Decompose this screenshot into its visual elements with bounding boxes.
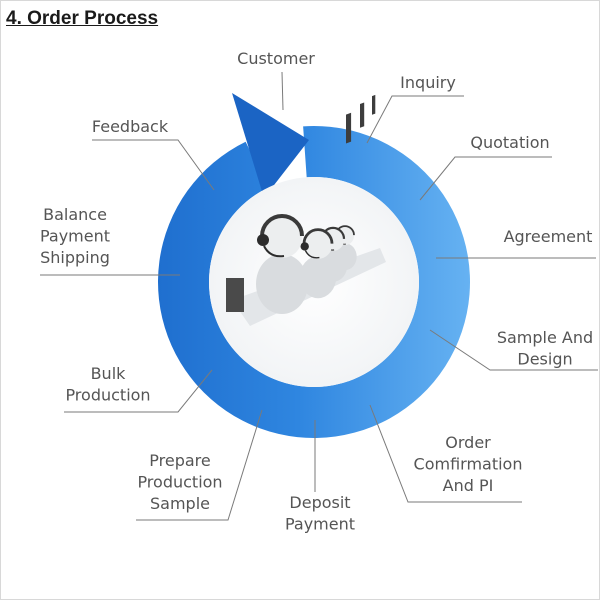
monitor [372, 94, 376, 115]
operator-head [304, 231, 332, 259]
leader-line [92, 139, 215, 191]
step-label: Inquiry [400, 73, 456, 92]
step-label-line: Payment [285, 515, 355, 534]
step-label-line: Sample And [497, 328, 593, 347]
headset-mic [304, 250, 320, 259]
leader-line [366, 95, 464, 144]
step-label-line: And PI [443, 476, 494, 495]
operator-figure [256, 214, 308, 314]
step-label-line: Comfirmation [414, 455, 523, 474]
monitor [346, 112, 352, 144]
monitor [360, 102, 365, 128]
step-label-line: Production [65, 386, 150, 405]
leader-line [281, 71, 284, 111]
operator-body [299, 256, 337, 299]
leader-line [369, 404, 522, 503]
step-label-line: Customer [237, 49, 315, 68]
step-label: Feedback [92, 117, 169, 136]
step-label-line: Shipping [40, 248, 110, 267]
headset-mic [263, 245, 285, 258]
leader-line [429, 329, 598, 371]
cycle-arrow-head [232, 93, 309, 198]
step-label: Agreement [504, 227, 593, 246]
page-title: 4. Order Process [6, 8, 159, 29]
step-label-line: Agreement [504, 227, 593, 246]
headset-ear [257, 234, 269, 246]
step-label-line: Deposit [289, 493, 350, 512]
headset-ear [300, 242, 309, 251]
step-label-line: Production [137, 473, 222, 492]
cycle-ring-band [157, 126, 470, 438]
step-label-line: Balance [43, 205, 107, 224]
monitor [226, 278, 244, 312]
step-labels: CustomerInquiryQuotationAgreementSample … [40, 49, 593, 534]
operator-figure [299, 228, 337, 299]
step-label-line: Payment [40, 227, 110, 246]
headset-band [302, 228, 334, 244]
step-label-line: Design [517, 350, 572, 369]
call-center-operators-illustration [226, 94, 386, 326]
step-label-line: Prepare [149, 451, 210, 470]
leader-line [419, 156, 552, 201]
headset-band [260, 214, 304, 237]
step-label: Customer [237, 49, 315, 68]
step-label-line: Bulk [91, 364, 127, 383]
step-label-line: Feedback [92, 117, 169, 136]
step-label-line: Order [445, 433, 491, 452]
operator-body [256, 254, 308, 314]
leader-lines [40, 71, 598, 521]
step-label-line: Inquiry [400, 73, 456, 92]
step-label: Quotation [470, 133, 549, 152]
leader-line [64, 369, 213, 413]
step-label-line: Sample [150, 494, 210, 513]
step-label-line: Quotation [470, 133, 549, 152]
leader-line [136, 409, 263, 521]
operator-head [262, 218, 302, 258]
